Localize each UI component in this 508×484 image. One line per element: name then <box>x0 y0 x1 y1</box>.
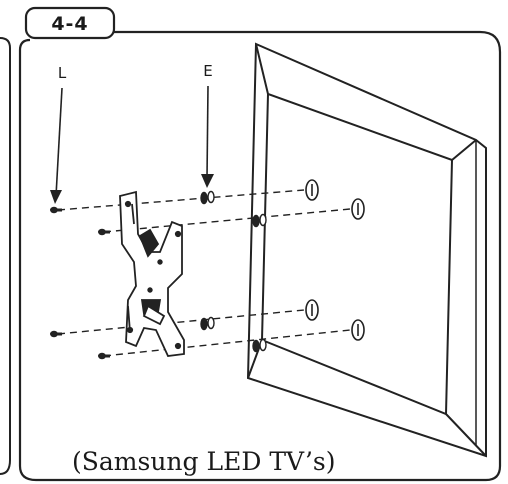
tv-hole-top-right <box>351 198 365 220</box>
screws <box>50 206 110 360</box>
panel-frame <box>18 30 502 482</box>
step-badge: 4-4 <box>24 6 116 40</box>
screw-icon <box>50 206 62 214</box>
alignment-lines <box>57 189 351 357</box>
spacer-icon <box>200 316 215 331</box>
spacer-label: E <box>203 62 212 80</box>
screw-callout: L <box>50 64 67 204</box>
screw-icon <box>50 330 62 338</box>
spacer-icon <box>200 190 215 205</box>
previous-panel-frame <box>0 37 11 475</box>
tv-hole-bottom-right <box>351 319 365 341</box>
spacers <box>200 190 267 353</box>
step-label: 4-4 <box>51 13 88 35</box>
spacer-icon <box>252 213 267 228</box>
spacer-callout: E <box>201 62 214 188</box>
caption: (Samsung LED TV’s) <box>72 447 336 476</box>
tv-mounting-holes <box>305 179 365 341</box>
mounting-bracket <box>119 190 185 357</box>
tv-hole-bottom-left <box>305 299 319 321</box>
spacer-icon <box>252 338 267 353</box>
arrow-down-icon <box>201 174 214 188</box>
arrow-down-icon <box>50 190 62 204</box>
tv-back-panel <box>246 42 487 458</box>
screw-icon <box>98 352 110 360</box>
screw-icon <box>98 228 110 236</box>
tv-hole-top-left <box>305 179 319 201</box>
screw-label: L <box>58 64 67 82</box>
